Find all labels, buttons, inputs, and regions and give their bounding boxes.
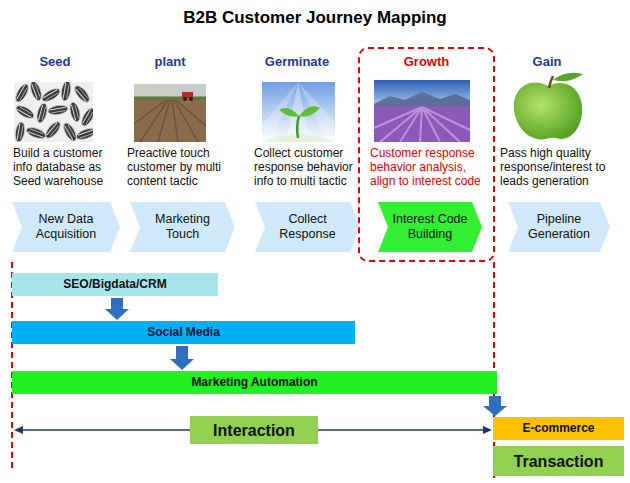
light-ray: [262, 82, 298, 142]
furrow: [134, 100, 166, 124]
sprout-leaf: [279, 108, 299, 117]
phase-box: Transaction: [493, 446, 624, 476]
stage-chevron: Marketing Touch: [130, 202, 235, 252]
seed: [14, 121, 26, 142]
phase-box: Interaction: [190, 416, 318, 444]
seed: [25, 125, 47, 140]
stage-heading: Growth: [360, 54, 493, 69]
stage-description: Pass high quality response/interest to l…: [500, 146, 626, 188]
bar-label: Marketing Automation: [191, 375, 317, 390]
tractor-wheel: [183, 97, 187, 101]
chevron-label: Collect Response: [268, 212, 347, 242]
channel-bar: SEO/Bigdata/CRM: [12, 273, 218, 296]
phase-markers: [12, 262, 494, 478]
apple-photo: [514, 73, 583, 140]
sky: [374, 80, 470, 106]
phase-label: Transaction: [514, 452, 604, 471]
seed: [79, 106, 93, 128]
stage-chevron: Pipeline Generation: [508, 202, 610, 252]
span-arrowhead: [483, 426, 492, 434]
chevron-fill: [255, 202, 360, 252]
bar-label: Social Media: [147, 325, 220, 340]
seed: [40, 86, 62, 104]
mountains: [374, 92, 470, 107]
seed: [28, 82, 43, 102]
chevron-fill: [378, 202, 482, 252]
lavender-rows: [374, 107, 470, 142]
sky: [262, 82, 335, 142]
sky: [134, 84, 206, 98]
apple-leaf: [553, 73, 583, 81]
lavender-field: [374, 106, 470, 142]
sprout-photo: [262, 82, 335, 142]
channel-label: E-commerce: [522, 421, 594, 436]
stage-description: Build a customer info database as Seed w…: [13, 146, 125, 188]
stage-chevron: Collect Response: [255, 202, 360, 252]
apple-stem: [549, 76, 553, 88]
phase-label: Interaction: [213, 421, 295, 440]
sprout-stem: [297, 116, 299, 138]
seed: [61, 121, 79, 142]
stage-heading: plant: [130, 54, 210, 69]
stage-description: Customer response behavior analysis, ali…: [370, 146, 492, 188]
bar-label: SEO/Bigdata/CRM: [63, 277, 166, 292]
stage-description: Collect customer response behavior info …: [254, 146, 372, 188]
stage-chevron: New Data Acquisition: [12, 202, 120, 252]
furrow: [158, 100, 170, 142]
flow-arrow: [105, 298, 129, 320]
seed: [75, 126, 93, 141]
flow-arrow: [170, 346, 194, 370]
channel-bar: Social Media: [12, 321, 355, 344]
sprout-leaf: [299, 106, 320, 116]
seed: [43, 119, 63, 140]
light-ray: [298, 82, 335, 142]
flow-arrow: [483, 396, 507, 416]
stage-heading: Gain: [507, 54, 587, 69]
seed: [35, 102, 49, 124]
stage-heading: Seed: [15, 54, 95, 69]
stage-heading: Germinate: [257, 54, 337, 69]
lavender-photo: [374, 80, 470, 142]
chevron-label: Interest Code Building: [390, 212, 470, 242]
seed: [14, 82, 31, 104]
seed: [72, 83, 92, 104]
chevron-label: Pipeline Generation: [521, 212, 597, 242]
field-photo: [134, 84, 206, 142]
span-arrowhead: [14, 426, 23, 434]
stage-chevron: Interest Code Building: [378, 202, 482, 252]
channel-bar: Marketing Automation: [12, 371, 497, 394]
seed: [60, 82, 72, 102]
chevron-label: Marketing Touch: [143, 212, 222, 242]
seed: [14, 103, 36, 121]
stage-description: Preactive touch customer by multi conten…: [127, 146, 249, 188]
soil: [134, 84, 206, 142]
tree-line: [134, 97, 206, 100]
chevron-label: New Data Acquisition: [25, 212, 107, 242]
chevron-fill: [130, 202, 235, 252]
channel-box: E-commerce: [493, 417, 624, 440]
seed: [68, 101, 82, 123]
seed: [47, 104, 68, 116]
seeds-photo: [14, 82, 93, 142]
highlight-frame: GrowthCustomer response behavior analysi…: [358, 47, 495, 262]
apple: [514, 82, 582, 139]
chevron-fill: [12, 202, 120, 252]
tractor-wheel: [189, 97, 193, 101]
furrow: [176, 100, 206, 126]
chevron-fill: [508, 202, 610, 252]
diagram-title: B2B Customer Journey Mapping: [0, 8, 630, 28]
furrow: [174, 100, 198, 142]
